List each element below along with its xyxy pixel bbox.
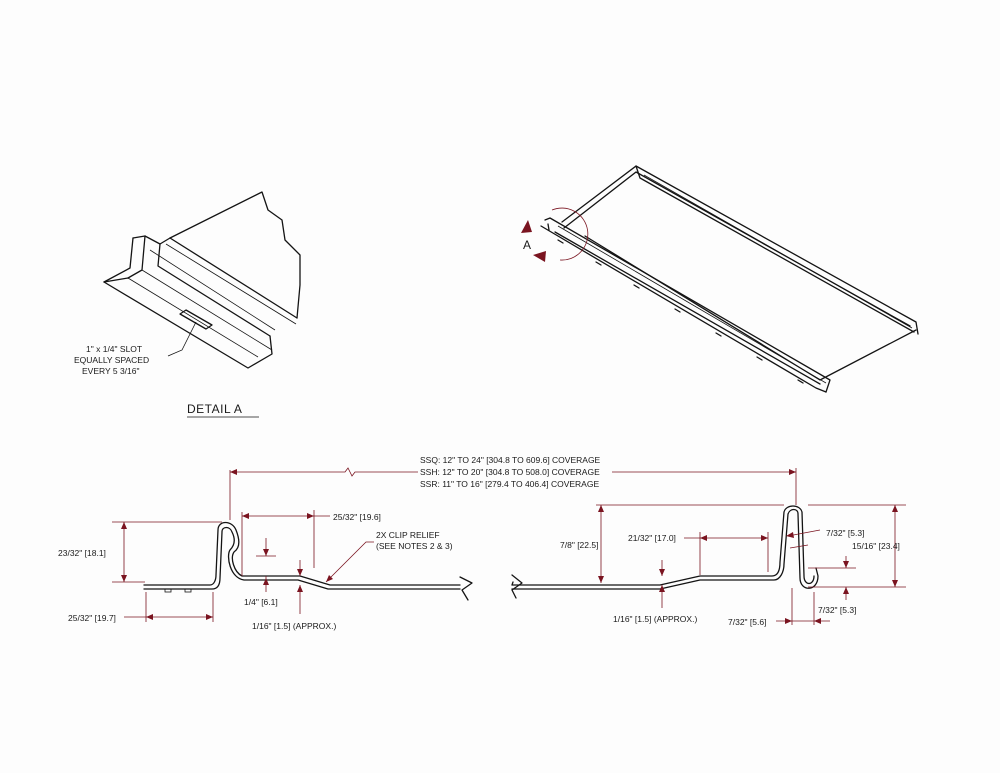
clip-relief-line-2: (SEE NOTES 2 & 3) [376, 541, 453, 551]
slot-note-line-2: EQUALLY SPACED [74, 355, 149, 365]
left-base-dim: 25/32" [19.7] [68, 613, 116, 623]
slot-note-line-3: EVERY 5 3/16" [82, 366, 140, 376]
detail-callout-letter: A [523, 238, 532, 252]
detail-callout-circle [551, 207, 589, 261]
detail-a-title: DETAIL A [187, 402, 242, 416]
coverage-line-ssq: SSQ: 12" TO 24" [304.8 TO 609.6] COVERAG… [420, 455, 601, 465]
left-top-offset-dim: 25/32" [19.6] [333, 512, 381, 522]
right-height-dim: 7/8" [22.5] [560, 540, 598, 550]
left-height-dim: 23/32" [18.1] [58, 548, 106, 558]
right-total-height-dim: 15/16" [23.4] [852, 541, 900, 551]
profile-section-view: SSQ: 12" TO 24" [304.8 TO 609.6] COVERAG… [58, 455, 906, 631]
coverage-line-ssh: SSH: 12" TO 20" [304.8 TO 508.0] COVERAG… [420, 467, 600, 477]
panel-isometric-view: A [521, 165, 919, 393]
left-step-dim: 1/4" [6.1] [244, 597, 278, 607]
right-hook-depth-dim: 7/32" [5.3] [818, 605, 856, 615]
right-offset-dim: 21/32" [17.0] [628, 533, 676, 543]
right-top-width-dim: 7/32" [5.3] [826, 528, 864, 538]
right-hook-width-dim: 7/32" [5.6] [728, 617, 766, 627]
right-relief-depth-dim: 1/16" [1.5] (APPROX.) [613, 614, 697, 624]
slot-note-line-1: 1" x 1/4" SLOT [86, 344, 142, 354]
detail-a-view: 1" x 1/4" SLOT EQUALLY SPACED EVERY 5 3/… [74, 191, 301, 418]
callout-arrow-right [533, 251, 546, 262]
coverage-line-ssr: SSR: 11" TO 16" [279.4 TO 406.4] COVERAG… [420, 479, 599, 489]
left-relief-depth-dim: 1/16" [1.5] (APPROX.) [252, 621, 336, 631]
callout-arrow-up [521, 220, 532, 233]
panel-slots [557, 239, 804, 384]
clip-relief-line-1: 2X CLIP RELIEF [376, 530, 440, 540]
